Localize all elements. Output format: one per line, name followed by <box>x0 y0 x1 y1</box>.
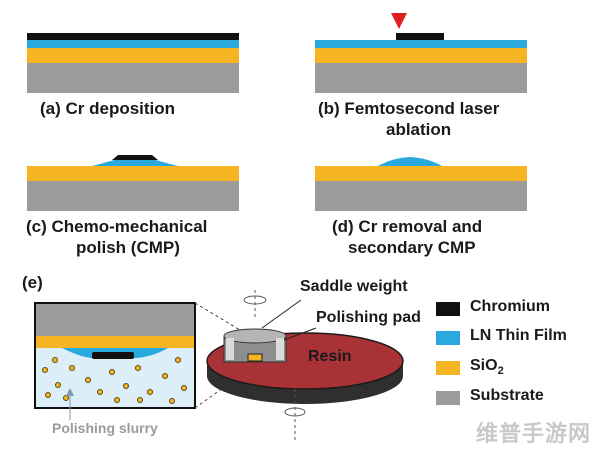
slurry-particles <box>42 357 187 404</box>
panel-a-label: (a) Cr deposition <box>40 99 176 118</box>
panel-d-label-line1: (d) Cr removal and <box>332 217 483 236</box>
ln-ridge-waveguide <box>378 157 442 166</box>
inset-frame <box>34 302 196 409</box>
polishing-slurry-label: Polishing slurry <box>52 420 158 436</box>
sio2-swatch <box>436 361 460 375</box>
panel-e-inset <box>34 302 246 420</box>
saddle-weight-label: Saddle weight <box>300 278 408 295</box>
chromium-swatch <box>436 302 460 316</box>
chromium-mask <box>396 33 444 40</box>
sio2-layer <box>315 166 527 181</box>
ln-film-swatch <box>436 331 460 345</box>
legend-sio2-label: SiO2 <box>470 357 504 377</box>
substrate-swatch <box>436 391 460 405</box>
sio2-layer <box>35 336 195 348</box>
chromium-mask <box>112 155 158 160</box>
resin-label: Resin <box>308 348 352 365</box>
substrate-layer <box>315 63 527 93</box>
saddle-weight <box>223 290 317 363</box>
substrate-layer <box>315 181 527 211</box>
watermark: 维普手游网 <box>476 421 592 446</box>
panel-c-stack <box>27 155 239 211</box>
panel-a-stack <box>27 33 239 93</box>
legend-sio2-subscript: 2 <box>497 365 504 378</box>
legend-sio2-text: SiO <box>470 357 498 374</box>
polishing-pad <box>206 332 404 440</box>
panel-c-label-line2: polish (CMP) <box>76 238 180 257</box>
panel-b-label-line1: (b) Femtosecond laser <box>318 99 500 118</box>
legend-substrate-label: Substrate <box>470 387 544 404</box>
ln-film-layer <box>27 40 239 48</box>
chromium-layer <box>27 33 239 40</box>
sio2-layer <box>27 166 239 181</box>
polishing-pad-label: Polishing pad <box>316 309 421 326</box>
ln-film-layer <box>315 40 527 48</box>
sio2-layer <box>27 48 239 63</box>
laser-marker-icon <box>391 13 407 29</box>
panel-d-stack <box>315 157 527 211</box>
panel-c-label-line1: (c) Chemo-mechanical <box>26 217 208 236</box>
substrate-layer <box>27 63 239 93</box>
substrate-layer <box>27 181 239 211</box>
legend-ln-film-label: LN Thin Film <box>470 327 567 344</box>
panel-b-label-line2: ablation <box>386 120 452 139</box>
panel-e-label: (e) <box>22 273 43 292</box>
substrate-layer <box>35 303 195 336</box>
legend-chromium-label: Chromium <box>470 298 550 315</box>
sio2-layer <box>315 48 527 63</box>
panel-b-stack <box>315 13 527 93</box>
panel-d-label-line2: secondary CMP <box>348 238 476 257</box>
chromium-mask <box>92 352 134 359</box>
ln-film-ridge <box>92 160 178 166</box>
